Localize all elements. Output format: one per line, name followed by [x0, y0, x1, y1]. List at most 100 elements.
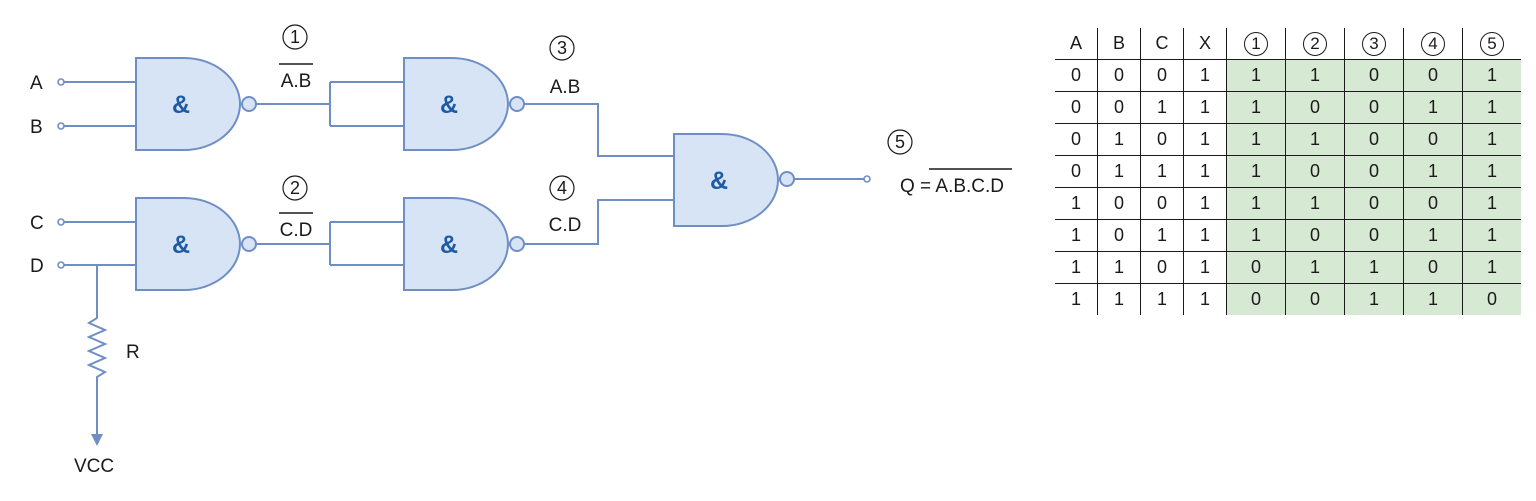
input-terminal-a	[57, 78, 65, 86]
gate-5-symbol: &	[710, 167, 728, 195]
col-header-node-5-number: 5	[1480, 31, 1504, 56]
table-cell: 1	[1097, 155, 1141, 188]
table-cell: 1	[1183, 155, 1227, 188]
input-label-b: B	[30, 117, 43, 138]
node-1-expression: A.B	[281, 71, 312, 92]
col-header-x: X	[1183, 28, 1227, 60]
table-cell: 1	[1140, 219, 1184, 252]
node-1-circle	[282, 24, 308, 50]
gate-1-output-bubble	[241, 96, 257, 112]
table-cell: 1	[1403, 155, 1463, 188]
col-header-node-1: 1	[1226, 28, 1286, 60]
table-cell: 0	[1285, 219, 1345, 252]
input-label-c: C	[30, 213, 44, 234]
table-cell: 1	[1403, 283, 1463, 315]
table-cell: 0	[1055, 155, 1098, 188]
gate-2-symbol: &	[172, 231, 190, 259]
nand-gate-2	[135, 197, 241, 291]
table-cell: 1	[1183, 187, 1227, 220]
table-cell: 1	[1344, 283, 1404, 315]
node-1-marker: 1	[282, 24, 308, 50]
table-cell: 0	[1226, 283, 1286, 315]
table-cell: 1	[1285, 59, 1345, 92]
table-cell: 1	[1097, 251, 1141, 284]
vcc-arrow-icon	[91, 434, 103, 446]
table-cell: 1	[1097, 283, 1141, 315]
table-cell: 0	[1344, 155, 1404, 188]
truth-table-header: A B C X 1 2 3 4 5	[1055, 28, 1521, 60]
table-cell: 0	[1097, 187, 1141, 220]
input-terminal-c	[57, 218, 65, 226]
table-cell: 1	[1285, 187, 1345, 220]
col-header-node-3-number: 3	[1362, 31, 1386, 56]
table-cell: 0	[1140, 59, 1184, 92]
output-prefix: Q =	[900, 176, 935, 197]
output-terminal-q	[863, 175, 871, 183]
table-cell: 1	[1140, 283, 1184, 315]
table-cell: 1	[1226, 123, 1286, 156]
table-cell: 1	[1344, 251, 1404, 284]
table-cell: 1	[1226, 155, 1286, 188]
table-cell: 0	[1055, 59, 1098, 92]
table-cell: 1	[1403, 91, 1463, 124]
table-cell: 0	[1097, 219, 1141, 252]
table-cell: 1	[1055, 283, 1098, 315]
table-cell: 1	[1183, 283, 1227, 315]
table-cell: 0	[1285, 283, 1345, 315]
table-cell: 1	[1462, 187, 1521, 220]
table-cell: 0	[1285, 91, 1345, 124]
node-5-marker: 5	[887, 129, 913, 155]
resistor-label: R	[126, 342, 140, 363]
gate-4-symbol: &	[440, 231, 458, 259]
table-cell: 1	[1140, 91, 1184, 124]
output-equation: Q = A.B.C.D	[900, 176, 1004, 197]
table-cell: 0	[1097, 91, 1141, 124]
col-header-node-2-number: 2	[1303, 31, 1327, 56]
table-cell: 0	[1344, 219, 1404, 252]
table-cell: 0	[1140, 251, 1184, 284]
input-terminal-d	[57, 261, 65, 269]
col-header-node-4: 4	[1403, 28, 1463, 60]
vcc-label: VCC	[74, 456, 114, 477]
wire-node-4	[524, 199, 674, 245]
table-cell: 1	[1226, 187, 1286, 220]
table-cell: 1	[1462, 219, 1521, 252]
input-terminal-b	[57, 122, 65, 130]
gate-1-symbol: &	[172, 91, 190, 119]
table-cell: 0	[1344, 59, 1404, 92]
wire-node-1	[256, 81, 404, 127]
table-cell: 1	[1462, 91, 1521, 124]
table-cell: 1	[1285, 251, 1345, 284]
node-2-marker: 2	[282, 175, 308, 201]
table-cell: 1	[1462, 155, 1521, 188]
table-cell: 1	[1403, 219, 1463, 252]
node-2-number: 2	[290, 178, 300, 198]
table-cell: 1	[1226, 59, 1286, 92]
gate-3-output-bubble	[509, 96, 525, 112]
table-cell: 0	[1344, 91, 1404, 124]
nand-gate-3	[403, 57, 509, 151]
table-cell: 1	[1462, 123, 1521, 156]
wire-node-2	[256, 221, 404, 266]
node-2-circle	[282, 175, 308, 201]
table-cell: 0	[1226, 251, 1286, 284]
node-4-number: 4	[557, 178, 567, 198]
resistor-r	[86, 265, 108, 436]
node-5-circle	[887, 129, 913, 155]
node-3-circle	[549, 35, 575, 61]
input-label-d: D	[30, 256, 44, 277]
table-cell: 1	[1055, 219, 1098, 252]
table-cell: 0	[1403, 187, 1463, 220]
nand-gate-1	[135, 57, 241, 151]
table-cell: 0	[1403, 123, 1463, 156]
node-4-circle	[549, 175, 575, 201]
gate-3-symbol: &	[440, 91, 458, 119]
table-cell: 0	[1344, 187, 1404, 220]
